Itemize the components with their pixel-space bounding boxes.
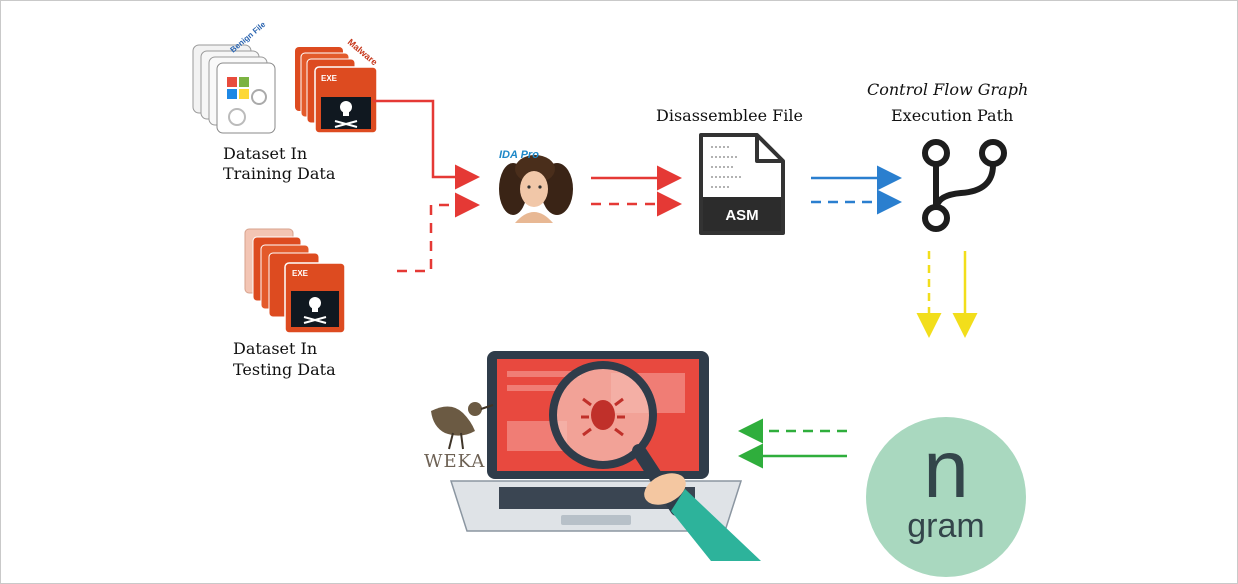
testing-malware-files-icon: EXE [244,228,346,334]
training-benign-files-icon: Benign File [192,20,276,134]
ngram-n-text: n [923,424,969,515]
ngram-icon: n gram [866,417,1026,577]
testing-exe-label: EXE [292,269,309,278]
weka-logo-icon [431,402,494,450]
asm-text: ASM [725,207,758,224]
training-label-line1: Dataset In [223,144,308,163]
weka-label: WEKA [424,451,486,472]
training-malware-files-icon: EXE Malware [295,37,379,134]
asm-file-icon: ASM [699,133,785,235]
ngram-gram-text: gram [907,507,984,545]
control-flow-graph-label: Control Flow Graph [867,80,1029,99]
ida-pro-text: IDA Pro [499,149,539,161]
training-to-ida-arrow [373,99,480,190]
training-exe-label: EXE [321,74,338,83]
testing-to-ida-arrow [397,192,480,273]
training-label-line2: Training Data [223,164,336,183]
testing-label-line2: Testing Data [233,360,336,379]
execution-path-label: Execution Path [891,106,1014,125]
execution-path-icon [922,139,1007,232]
laptop-scan-icon [449,351,761,561]
disassembly-file-label: Disassemblee File [656,106,803,125]
testing-label-line1: Dataset In [233,339,318,358]
ida-pro-icon: IDA Pro [497,149,573,223]
